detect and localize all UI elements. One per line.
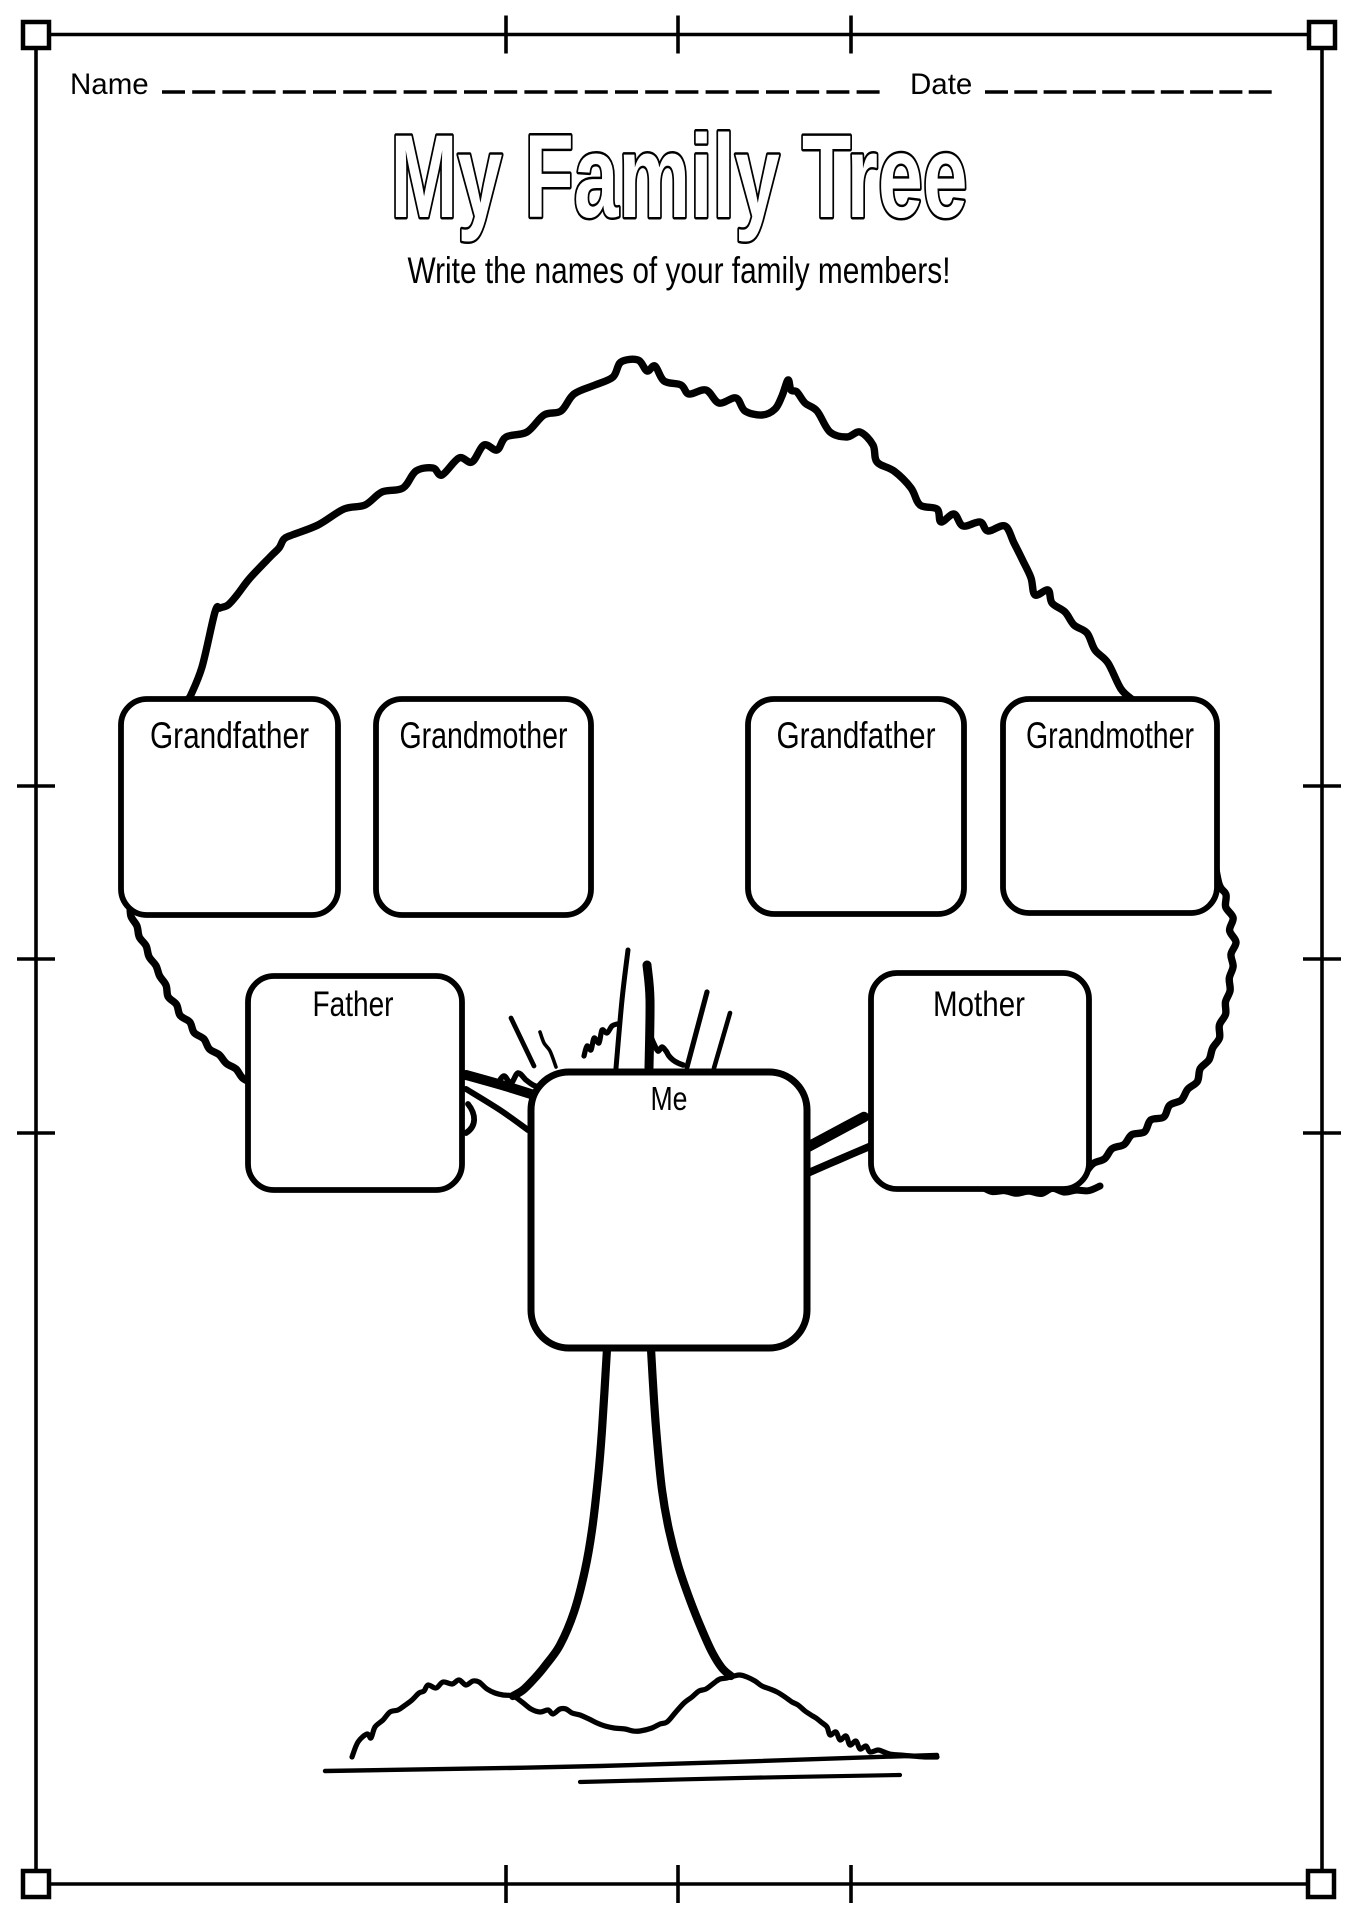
svg-text:Me: Me [651, 1080, 688, 1117]
svg-text:Grandmother: Grandmother [400, 715, 568, 756]
svg-text:Grandfather: Grandfather [777, 715, 936, 756]
svg-text:Write the names of your family: Write the names of your family members! [408, 250, 951, 291]
svg-text:Father: Father [313, 985, 394, 1024]
svg-text:Name: Name [70, 68, 149, 101]
svg-text:Mother: Mother [933, 985, 1025, 1024]
svg-text:My Family Tree: My Family Tree [391, 111, 968, 243]
svg-text:Grandmother: Grandmother [1026, 715, 1194, 756]
svg-text:Grandfather: Grandfather [150, 715, 309, 756]
svg-text:Date: Date [910, 68, 972, 101]
